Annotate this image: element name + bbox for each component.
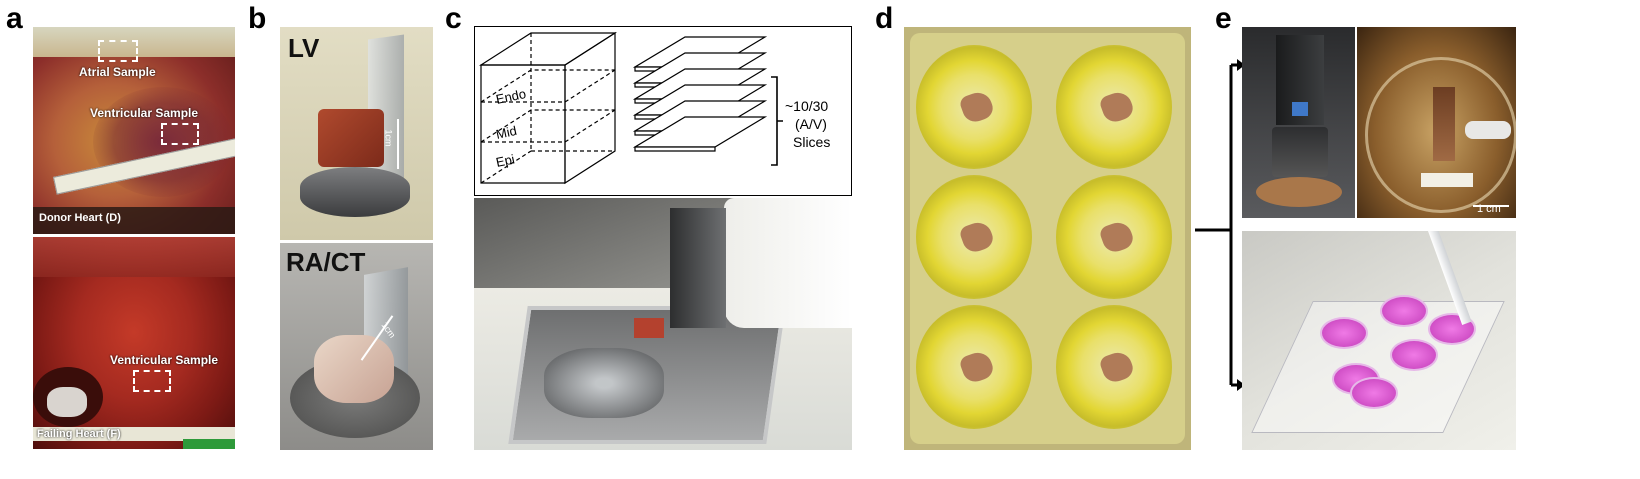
culture-well [1380, 295, 1428, 327]
well [916, 305, 1032, 429]
layer-mid-label: Mid [495, 123, 519, 142]
ra-ct-label: RA/CT [286, 247, 366, 277]
tissue-in-bath [634, 318, 664, 338]
tissue-slice-in-well [958, 218, 996, 256]
panel-label-d: d [875, 2, 894, 35]
lv-label: LV [288, 33, 320, 63]
tissue-slice-in-well [1098, 348, 1136, 386]
ventricular-sample-label-bottom: Ventricular Sample [110, 353, 219, 367]
culture-well [1350, 377, 1398, 409]
scale-bar-label: 1 cm [1477, 203, 1501, 215]
slice-count-line2: (A/V) [795, 116, 827, 132]
tissue-slice-edge [634, 146, 716, 152]
ventricular-sample-label-top: Ventricular Sample [90, 106, 199, 120]
lv-scale-label: 1cm [383, 129, 394, 147]
well [1056, 305, 1172, 429]
donor-heart-label: Donor Heart (D) [39, 212, 121, 224]
ruler-bottom [33, 427, 235, 441]
vibratome-head [724, 198, 852, 328]
well [916, 45, 1032, 169]
donor-heart-photo: Atrial Sample Ventricular Sample Donor H… [33, 27, 235, 234]
culture-plate-photo [1242, 231, 1516, 450]
tissue-slice-in-well [958, 348, 996, 386]
layer-epi-label: Epi [495, 151, 517, 170]
camera-rig-photo [1242, 27, 1355, 218]
slicing-schematic: Endo Mid Epi ~10/30 (A/V) Slices [474, 26, 852, 196]
culture-well [1320, 317, 1368, 349]
slice-count-line3: Slices [793, 134, 830, 150]
failing-heart-photo: Ventricular Sample Failing Heart (F) [33, 237, 235, 449]
panel-label-b: b [248, 2, 267, 35]
specimen-holder [300, 167, 410, 217]
atrial-sample-box [98, 40, 138, 62]
well [1056, 175, 1172, 299]
schematic-svg: Endo Mid Epi ~10/30 (A/V) Slices [478, 31, 830, 185]
lv-tissue-block [318, 109, 384, 167]
well [1056, 45, 1172, 169]
ventricular-sample-box-top [161, 123, 199, 145]
panel-label-e: e [1215, 2, 1232, 35]
tissue-slice-in-well [1098, 218, 1136, 256]
panel-label-c: c [445, 2, 462, 35]
lv-tissue-photo: LV 1cm [280, 27, 433, 240]
slice-stack [632, 36, 768, 152]
six-well-plate-photo [904, 27, 1191, 450]
culture-well [1390, 339, 1438, 371]
failing-heart-label: Failing Heart (F) [37, 428, 121, 440]
panel-label-a: a [6, 2, 23, 35]
atrial-sample-label: Atrial Sample [79, 65, 156, 79]
ra-ct-tissue-photo: RA/CT 1cm [280, 243, 433, 450]
slice-count-line1: ~10/30 [785, 98, 828, 114]
layer-endo-label: Endo [495, 86, 528, 107]
slice-bracket [771, 76, 783, 166]
vibratome-photo [474, 198, 852, 450]
ventricular-sample-box-bottom [133, 370, 171, 392]
branch-arrow [1195, 59, 1245, 391]
tissue-slice-in-well [1098, 88, 1136, 126]
recording-chamber-photo: 1 cm [1357, 27, 1516, 218]
well [916, 175, 1032, 299]
scale-bar-line [1473, 205, 1509, 207]
tissue-slice-in-well [958, 88, 996, 126]
ra-ct-tissue [314, 335, 394, 403]
